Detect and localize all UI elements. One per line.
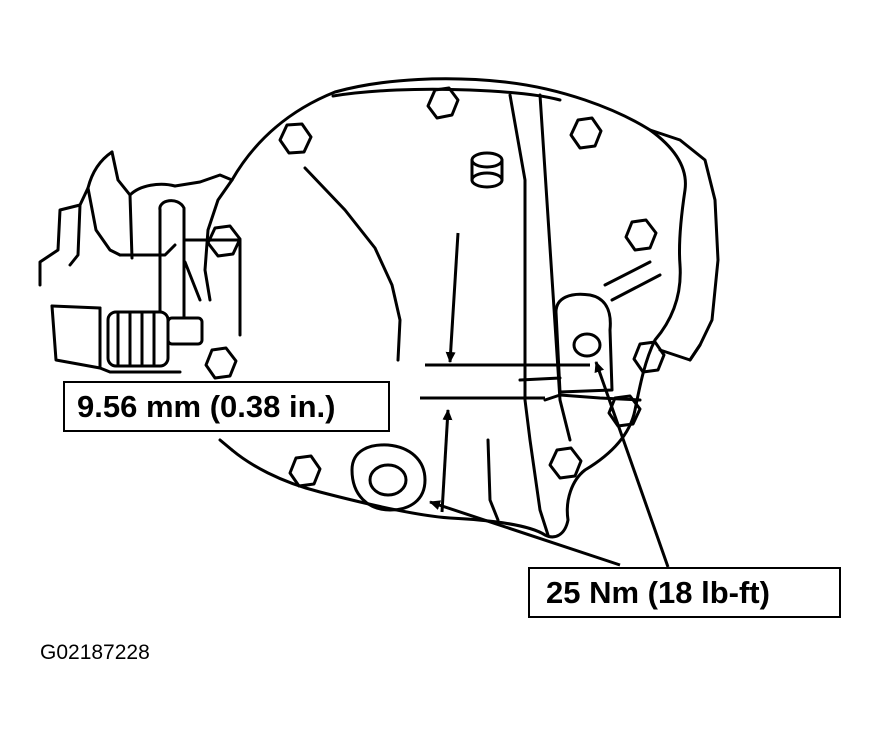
dimension-lines: [420, 232, 590, 513]
left-housing: [38, 150, 234, 374]
cover-outline: [203, 77, 720, 539]
torque-spec-label: 25 Nm (18 lb-ft): [528, 567, 841, 618]
gap-dimension-label: 9.56 mm (0.38 in.): [63, 381, 390, 432]
fill-plug-boss: [554, 292, 614, 394]
torque-leaders: [429, 361, 670, 568]
figure-id: G02187228: [40, 641, 150, 664]
drain-plug: [350, 443, 427, 512]
pinion-yoke: [106, 199, 242, 368]
vent-boss: [470, 151, 504, 189]
cover-bolts: [204, 86, 666, 488]
